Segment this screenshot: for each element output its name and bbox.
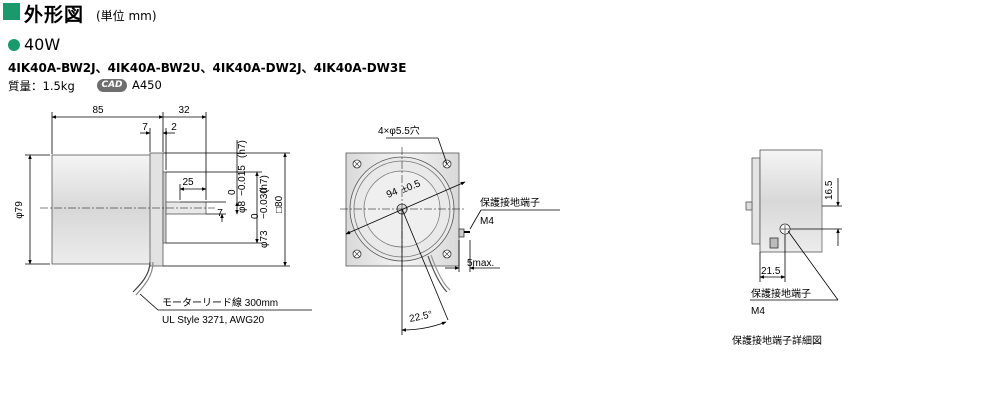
detail-dim-16-5: 16.5 [824, 180, 835, 200]
holes-label: 4×φ5.5穴 [378, 124, 420, 137]
model-list: 4IK40A-BW2J、4IK40A-BW2U、4IK40A-DW2J、4IK4… [8, 61, 407, 75]
power-bullet [8, 39, 20, 51]
motor-body [51, 154, 153, 265]
dim-phi73-tol-lower: −0.030 [259, 188, 270, 219]
detail-dim-21-5: 21.5 [761, 266, 781, 277]
page-title: 外形図 [24, 4, 85, 26]
dim-phi73-tol-upper: 0 [250, 213, 261, 219]
dim-2: 2 [171, 122, 177, 133]
dim-phi73-fit: (h7) [259, 175, 270, 193]
title-marker [3, 3, 20, 20]
pcd-label: 94 [385, 186, 400, 201]
dim-phi8-tol-upper: 0 [227, 189, 238, 195]
unit-note: (単位 mm) [96, 9, 157, 23]
dim-phi73: φ73 [259, 230, 270, 248]
detail-view [745, 149, 842, 301]
dim-square80: □80 [274, 195, 285, 213]
dim-phi8-tol-lower: −0.015 [237, 165, 248, 196]
ground-terminal-size: M4 [480, 216, 494, 227]
detail-ground-label: 保護接地端子 [751, 287, 811, 300]
front-view [340, 137, 560, 335]
dim-phi8-fit: (h7) [237, 140, 248, 158]
side-view [25, 112, 312, 311]
cad-badge[interactable]: CAD [97, 79, 127, 92]
ground-terminal-label: 保護接地端子 [480, 196, 540, 209]
lead-wire-spec: UL Style 3271, AWG20 [162, 315, 265, 326]
detail-ground-size: M4 [751, 306, 765, 317]
mass-label: 質量：1.5kg [8, 79, 75, 93]
dim-32: 32 [178, 105, 190, 116]
cad-number[interactable]: A450 [132, 78, 162, 92]
motor-flange [149, 152, 164, 267]
detail-caption: 保護接地端子詳細図 [732, 334, 822, 347]
protrusion-dim: 5max. [467, 258, 494, 269]
dim-85: 85 [92, 105, 104, 116]
dim-25: 25 [182, 177, 194, 188]
dim-phi79: φ79 [14, 201, 25, 219]
dim-7-shaft: 7 [217, 208, 223, 219]
lead-wire-label: モーターリード線 300mm [162, 296, 278, 309]
power-rating: 40W [24, 35, 61, 54]
dim-7: 7 [142, 122, 148, 133]
dim-phi8: φ8 [237, 201, 248, 213]
detail-body [759, 149, 823, 253]
angle-dim: 22.5° [408, 309, 433, 325]
